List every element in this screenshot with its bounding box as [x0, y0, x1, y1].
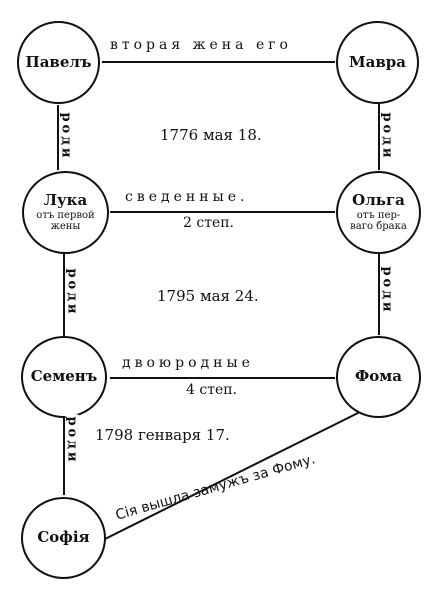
label-svedennye: сведенные.: [125, 189, 249, 205]
date-1798: 1798 генваря 17.: [95, 426, 230, 444]
date-1776: 1776 мая 18.: [160, 126, 262, 144]
line-sofia-foma: [102, 407, 369, 541]
label-dvoyurodnye-step: 4 степ.: [186, 382, 238, 398]
rodi-olga-foma: роди: [379, 264, 395, 317]
node-olga-sub2: ваго брака: [350, 221, 407, 233]
rodi-mavra-olga: роди: [379, 110, 395, 163]
rodi-pavel-luka: роди: [58, 110, 74, 163]
node-luka-sub1: отъ первой: [36, 209, 95, 221]
node-mavra-name: Мавра: [349, 52, 406, 71]
node-sofia: Софія: [21, 497, 106, 579]
node-olga-name: Ольга: [352, 191, 405, 210]
label-second-wife: вторая жена его: [110, 37, 292, 53]
node-pavel-name: Павелъ: [25, 52, 92, 71]
node-foma: Фома: [336, 336, 421, 418]
node-luka-name: Лука: [43, 191, 88, 210]
rodi-semen-sofia: роди: [64, 414, 80, 467]
node-sofia-name: Софія: [37, 528, 90, 547]
node-foma-name: Фома: [355, 367, 402, 386]
rodi-luka-semen: роди: [64, 266, 80, 319]
node-olga-sub1: отъ пер-: [356, 209, 401, 221]
node-semen: Семенъ: [21, 336, 107, 418]
node-luka: Лука отъ первой жены: [22, 171, 109, 254]
date-1795: 1795 мая 24.: [157, 287, 259, 305]
node-semen-name: Семенъ: [30, 367, 98, 386]
node-pavel: Павелъ: [17, 21, 100, 104]
label-dvoyurodnye: двоюродные: [122, 355, 254, 371]
label-svedennye-step: 2 степ.: [183, 215, 235, 231]
node-mavra: Мавра: [336, 21, 419, 104]
node-luka-sub2: жены: [50, 221, 81, 233]
node-olga: Ольга отъ пер- ваго брака: [336, 171, 421, 254]
